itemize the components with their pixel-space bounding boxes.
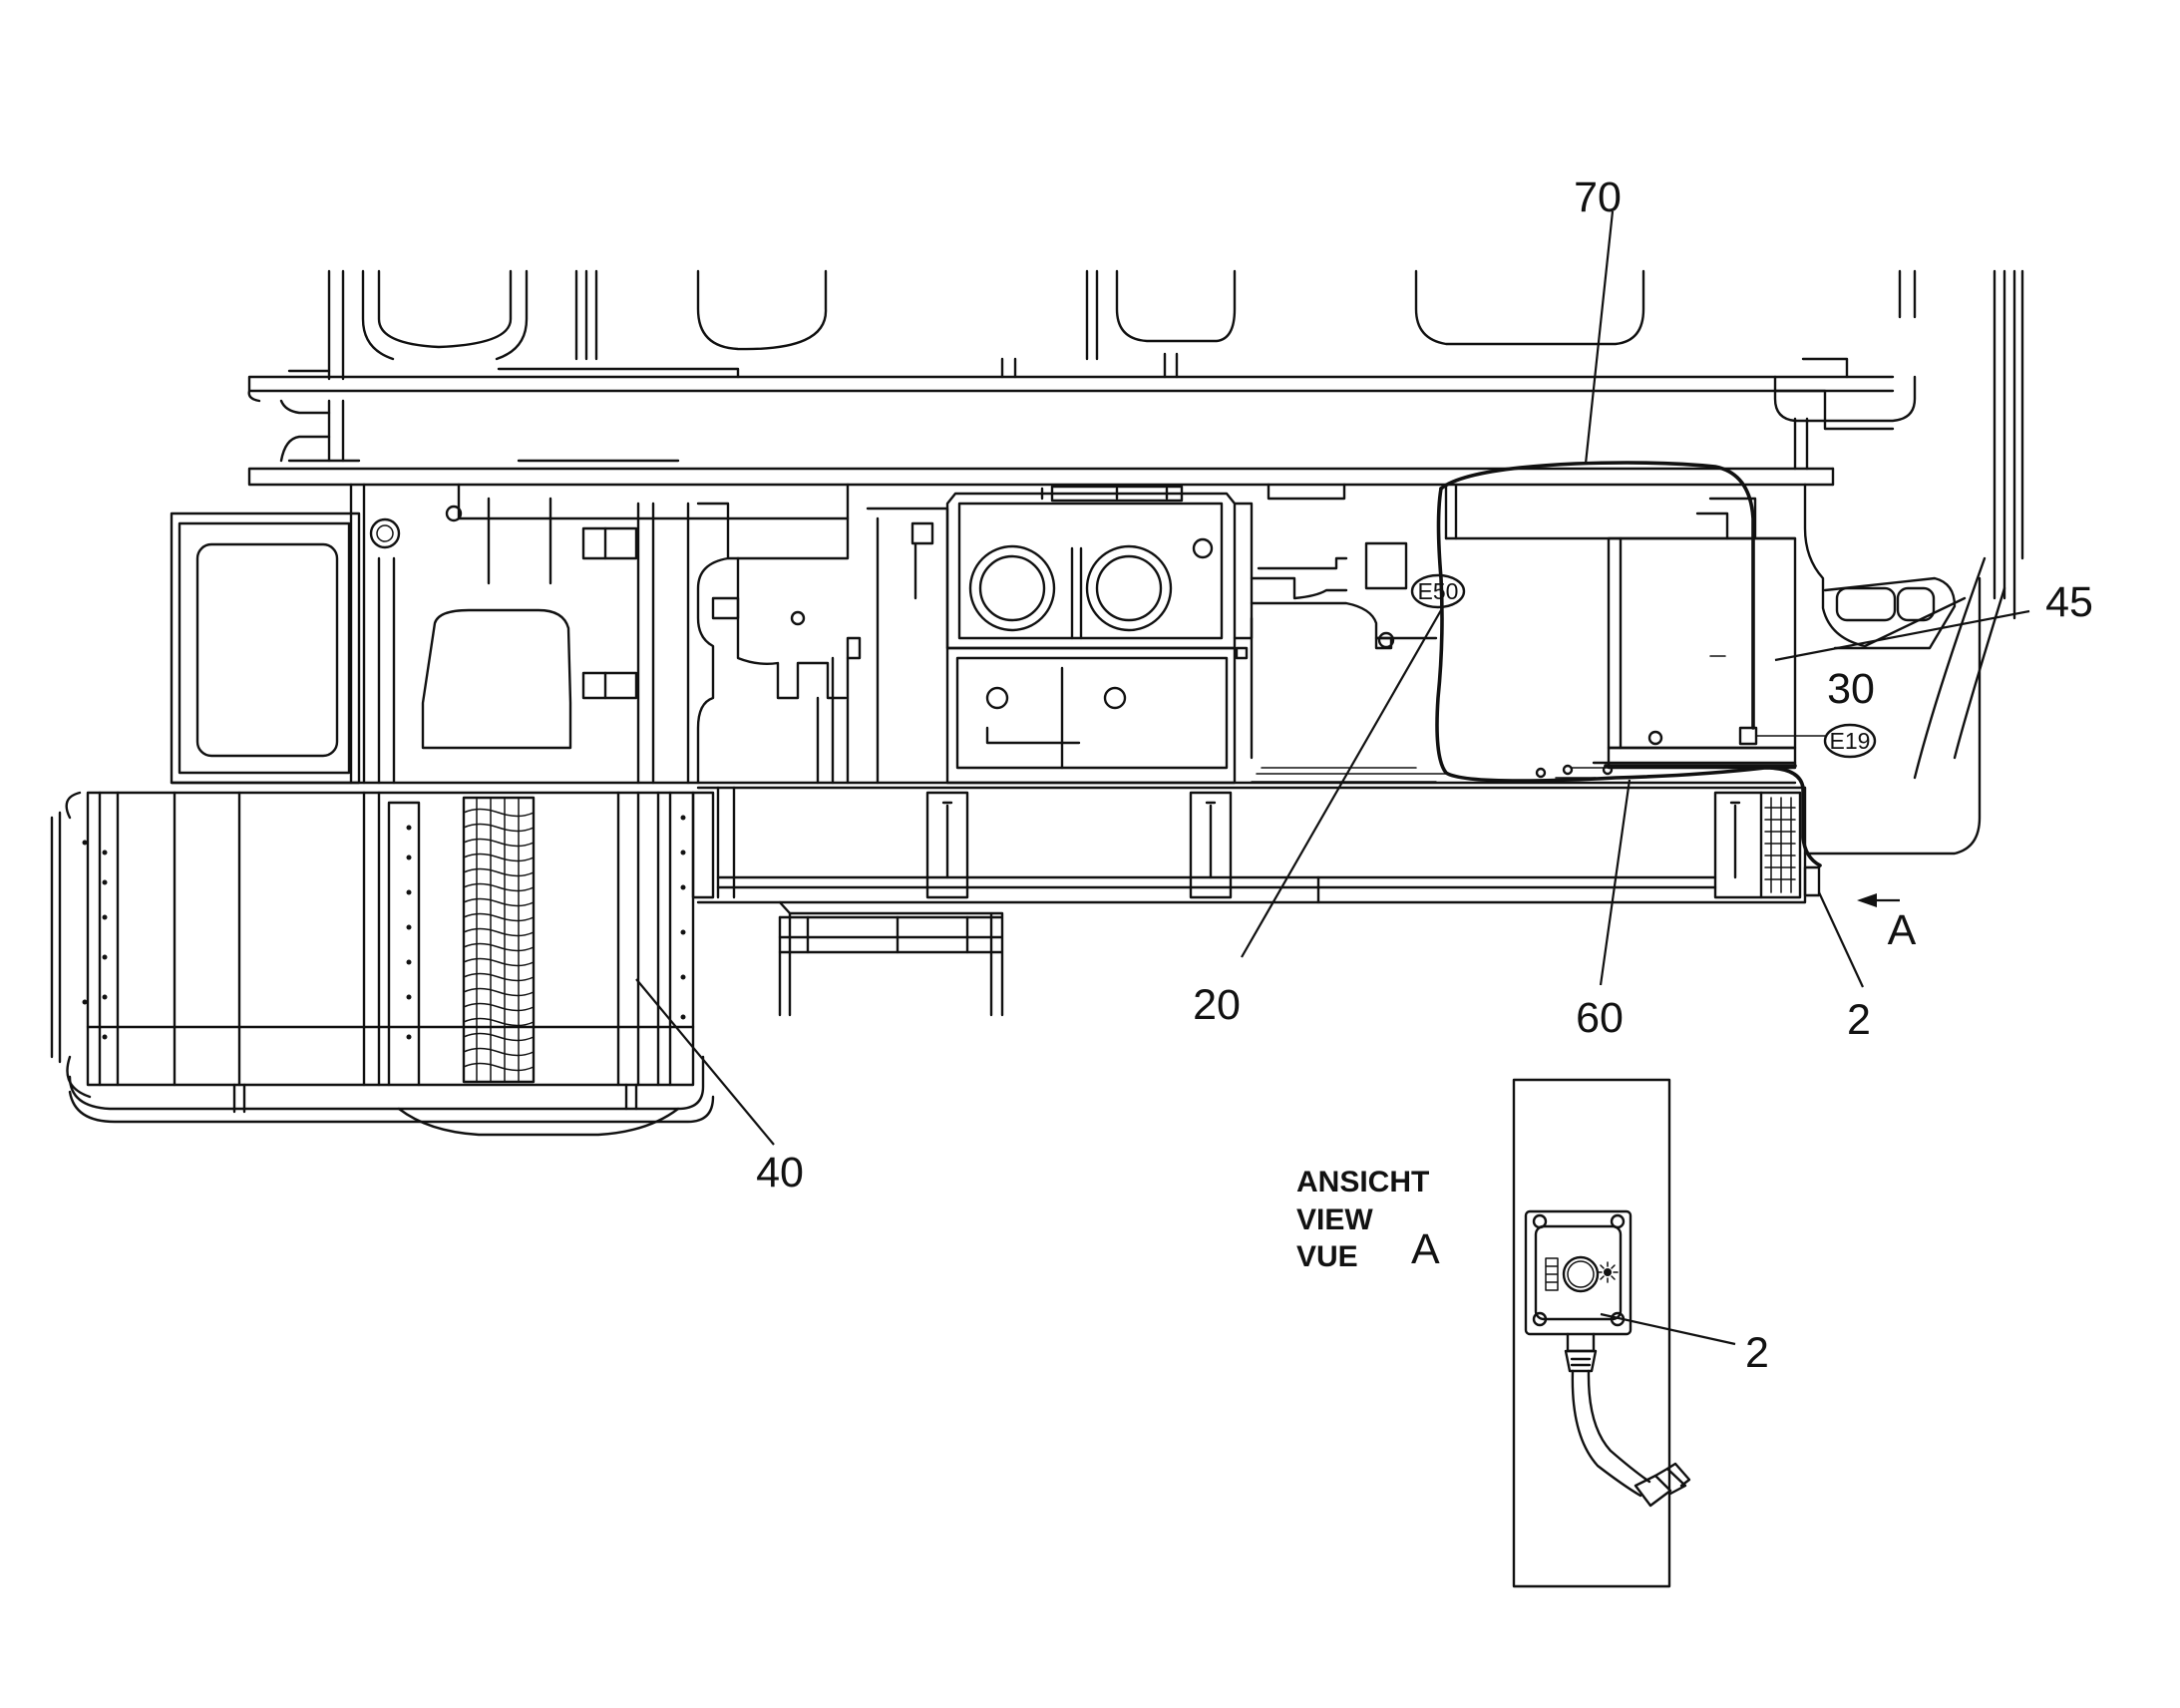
view-arrow xyxy=(1857,893,1900,907)
callout-2-detail: 2 xyxy=(1745,1329,1769,1377)
callout-40: 40 xyxy=(756,1149,804,1196)
callout-30: 30 xyxy=(1827,665,1875,713)
detail-view-a: ANSICHT VIEW VUE A 2 xyxy=(1296,1078,1769,1588)
upper-frame xyxy=(247,269,2024,855)
callout-45: 45 xyxy=(2045,578,2093,626)
light-icon xyxy=(1597,1261,1619,1283)
knob xyxy=(1562,1255,1600,1293)
tray-assembly xyxy=(50,791,715,1137)
callout-60: 60 xyxy=(1576,994,1624,1042)
switch-cable xyxy=(1571,1369,1691,1508)
grille-small xyxy=(1764,797,1796,893)
left-housing xyxy=(170,483,1797,785)
valve-module xyxy=(866,483,1797,785)
detail-title-en: VIEW xyxy=(1296,1203,1373,1236)
detail-title-fr: VUE xyxy=(1296,1240,1358,1273)
detail-panel-outline xyxy=(1512,1078,1671,1588)
tag-e50: E50 xyxy=(1410,573,1466,609)
rivets xyxy=(82,815,686,1040)
tag-e19: E19 xyxy=(1823,723,1877,759)
detail-letter: A xyxy=(1411,1225,1440,1273)
tag-e50-text: E50 xyxy=(1418,578,1459,604)
detail-title-de: ANSICHT xyxy=(1296,1166,1429,1198)
control-box xyxy=(1592,497,1826,770)
callouts: 70 45 30 20 60 2 40 A xyxy=(756,173,2093,1196)
bottom-rail xyxy=(691,786,1821,1017)
wire-harness xyxy=(1251,461,1822,867)
callout-2-main: 2 xyxy=(1847,996,1871,1044)
callout-70: 70 xyxy=(1574,173,1622,221)
mesh-strip xyxy=(462,796,536,1084)
view-marker-letter: A xyxy=(1888,906,1917,954)
leader-lines xyxy=(635,210,2030,1346)
switch-unit xyxy=(1524,1209,1633,1373)
callout-20: 20 xyxy=(1193,981,1241,1029)
tag-e19-text: E19 xyxy=(1830,728,1871,754)
